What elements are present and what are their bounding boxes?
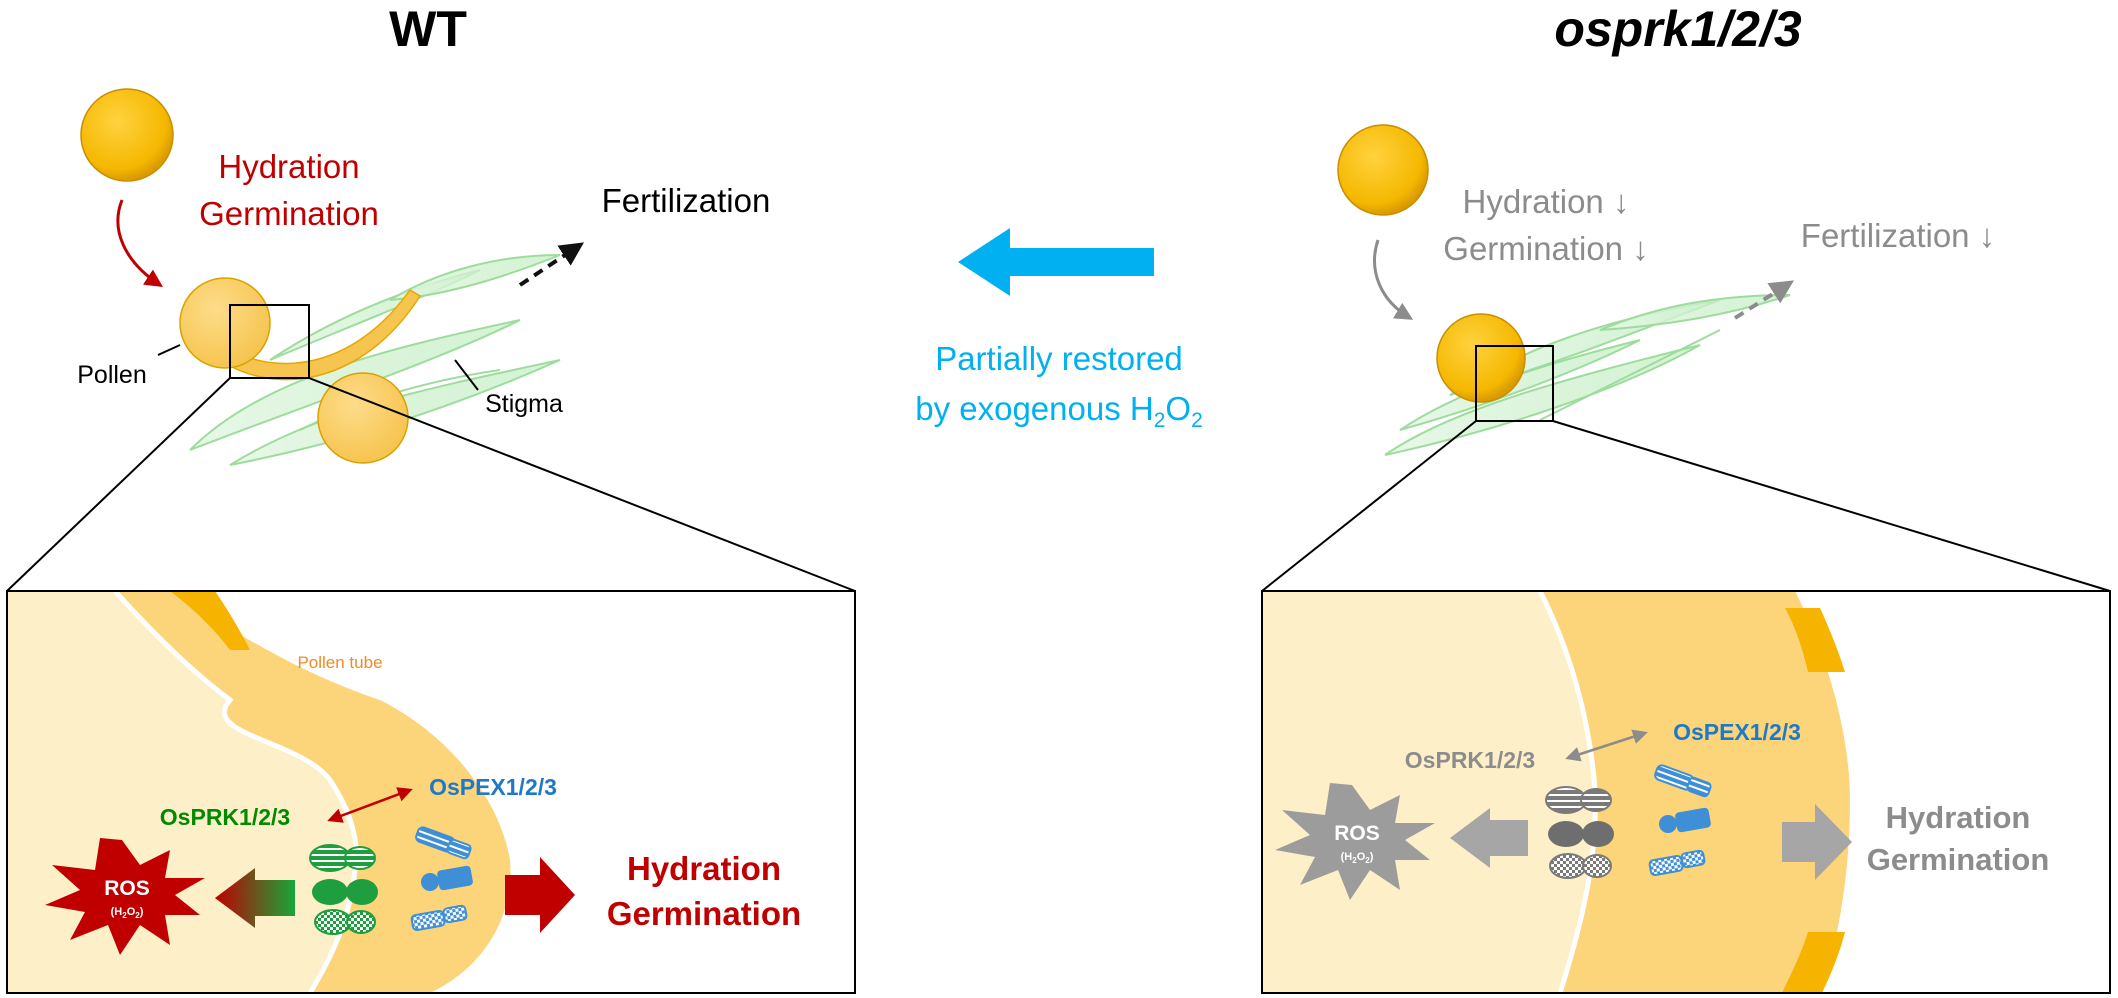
interaction-arrow-mutant xyxy=(1565,729,1648,762)
restore-line-2: by exogenous H2O2 xyxy=(915,390,1203,432)
ospex-complex-mutant xyxy=(1648,764,1712,877)
inset-wt-pollen-tube-label: Pollen tube xyxy=(297,653,382,672)
pollen-grain-lower xyxy=(317,372,409,464)
pollen-grain-top-left xyxy=(80,88,174,182)
mutant-title: osprk1/2/3 xyxy=(1554,1,1802,57)
mutant-ros-h2o2: (H2O2) xyxy=(1341,851,1374,865)
output-arrow-wt xyxy=(505,857,575,933)
mutant-osprk-label: OsPRK1/2/3 xyxy=(1405,747,1535,773)
pollen-tube-shape xyxy=(227,289,422,381)
mutant-germination-label: Germination ↓ xyxy=(1443,230,1648,267)
mutant-ospex-label: OsPEX1/2/3 xyxy=(1673,719,1801,745)
ros-arrow-wt xyxy=(215,868,295,928)
ros-arrow-mutant xyxy=(1450,808,1528,868)
mutant-pollen-grain-top xyxy=(1337,124,1429,216)
ros-burst-mutant xyxy=(1275,783,1435,900)
wt-osprk-label: OsPRK1/2/3 xyxy=(160,804,290,830)
mutant-hydration-label: Hydration ↓ xyxy=(1463,183,1630,220)
osprk-complex-wt xyxy=(309,844,378,935)
wt-fertilization-label: Fertilization xyxy=(602,182,771,219)
ospex-complex-wt xyxy=(410,826,473,932)
mutant-fertilization-label: Fertilization ↓ xyxy=(1801,217,1995,254)
fertilization-arrow-wt xyxy=(518,242,584,287)
inset-mutant xyxy=(1261,590,2111,994)
wt-germination-label: Germination xyxy=(199,195,379,232)
wt-title: WT xyxy=(389,1,467,57)
wt-ros-label: ROS xyxy=(104,877,150,900)
interaction-arrow-wt xyxy=(327,787,413,823)
fertilization-arrow-mutant xyxy=(1733,280,1795,320)
wt-out-hydration: Hydration xyxy=(627,850,781,887)
mutant-out-hydration: Hydration xyxy=(1886,800,2031,835)
pollen-grain-on-stigma xyxy=(179,277,271,369)
output-arrow-mutant xyxy=(1782,804,1852,880)
restore-arrow xyxy=(958,228,1154,296)
osprk-complex-mutant xyxy=(1545,786,1614,879)
hydration-arrow-wt xyxy=(116,199,164,287)
mutant-ros-label: ROS xyxy=(1334,822,1380,845)
hydration-arrow-mutant xyxy=(1373,239,1414,320)
zoom-box-right xyxy=(1475,345,1554,422)
wt-hydration-label: Hydration xyxy=(218,148,359,185)
wt-ros-h2o2: (H2O2) xyxy=(111,906,144,920)
mutant-pollen-grain-on-stigma xyxy=(1436,313,1526,403)
stigma-label: Stigma xyxy=(485,390,563,418)
pollen-label: Pollen xyxy=(77,361,147,389)
wt-ospex-label: OsPEX1/2/3 xyxy=(429,774,557,800)
restore-line-1: Partially restored xyxy=(935,340,1183,377)
wt-out-germination: Germination xyxy=(607,895,801,932)
ros-burst-wt xyxy=(45,838,205,955)
zoom-box-left xyxy=(229,304,310,379)
mutant-out-germination: Germination xyxy=(1867,842,2050,877)
